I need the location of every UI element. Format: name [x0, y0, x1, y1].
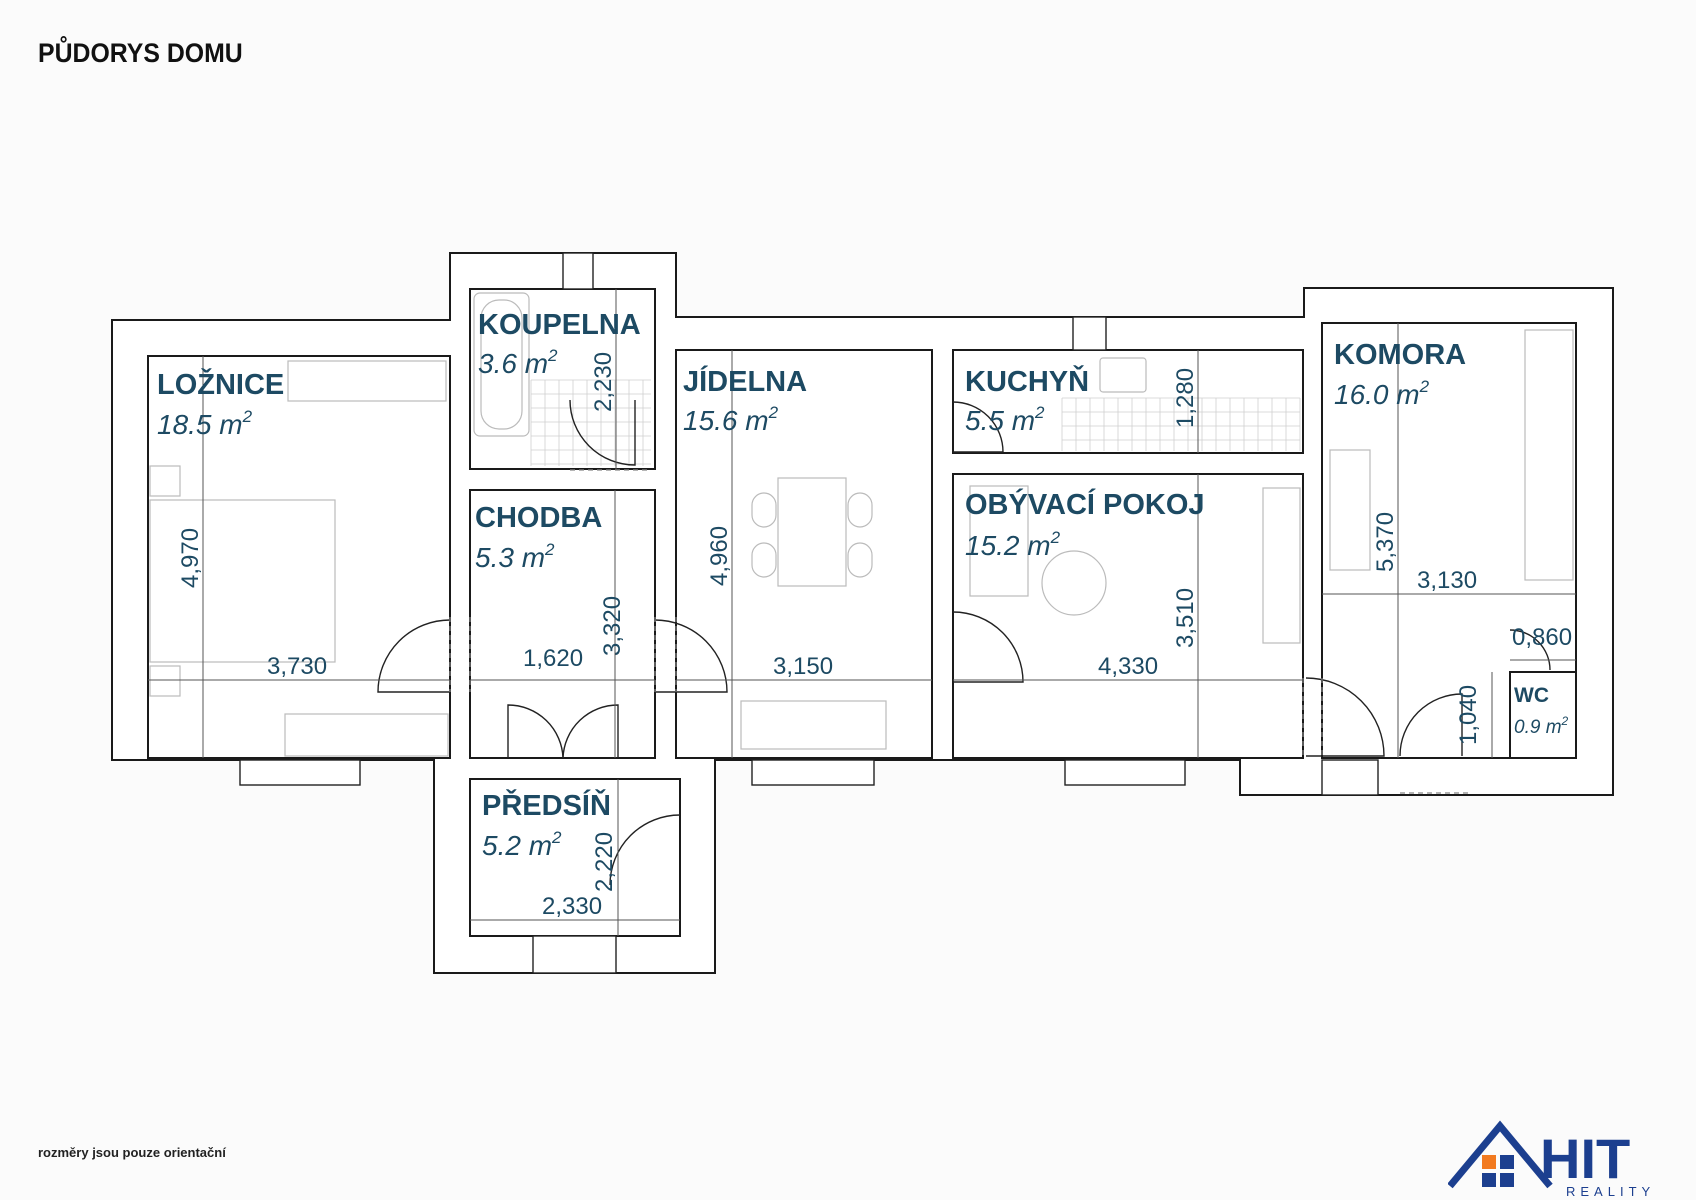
- room-predsin: [469, 778, 681, 937]
- dim-loznice-height: 4,970: [177, 528, 204, 588]
- room-chodba: [469, 489, 656, 759]
- room-labels: LOŽNICE 18.5 m2 KOUPELNA 3.6 m2 JÍDELNA …: [157, 309, 1569, 861]
- furniture: [149, 292, 1574, 757]
- label-koupelna: KOUPELNA: [478, 309, 641, 341]
- area-jidelna: 15.6 m2: [683, 403, 779, 436]
- room-jidelna: [675, 349, 933, 759]
- area-loznice: 18.5 m2: [157, 407, 253, 440]
- area-obyvaci: 15.2 m2: [965, 528, 1061, 561]
- dim-jidelna-height: 4,960: [706, 526, 733, 586]
- room-wc: [1509, 671, 1577, 759]
- logo-brand: HIT: [1540, 1127, 1630, 1190]
- kitchen-tiles: [1061, 397, 1301, 451]
- label-loznice: LOŽNICE: [157, 367, 284, 401]
- room-obyvaci: [952, 473, 1304, 759]
- label-chodba: CHODBA: [475, 502, 602, 534]
- room-kuchyn: [952, 349, 1304, 454]
- area-kuchyn: 5.5 m2: [965, 403, 1045, 436]
- bathroom-tiles: [530, 379, 651, 466]
- dimension-lines: [148, 289, 1576, 936]
- area-koupelna: 3.6 m2: [478, 346, 558, 379]
- dim-obyvaci-height: 3,510: [1172, 588, 1199, 648]
- area-wc: 0.9 m2: [1514, 714, 1569, 738]
- dim-loznice-width: 3,730: [267, 653, 327, 680]
- dim-koupelna-height: 2,230: [590, 352, 617, 412]
- doors: [377, 399, 1551, 886]
- area-predsin: 5.2 m2: [482, 828, 562, 861]
- dim-predsin-width: 2,330: [542, 893, 602, 920]
- windows: [239, 252, 1379, 974]
- dim-predsin-height: 2,220: [591, 832, 618, 892]
- label-predsin: PŘEDSÍŇ: [482, 788, 611, 822]
- label-wc: WC: [1514, 684, 1549, 707]
- page-title: PŮDORYS DOMU: [38, 38, 243, 68]
- dim-chodba-width: 1,620: [523, 645, 583, 672]
- dim-wc-height: 1,040: [1455, 685, 1482, 745]
- dim-chodba-height: 3,320: [599, 596, 626, 656]
- label-komora: KOMORA: [1334, 339, 1466, 371]
- dim-kuchyn-height: 1,280: [1172, 368, 1199, 428]
- rooms: [147, 288, 1577, 937]
- dim-obyvaci-width: 4,330: [1098, 653, 1158, 680]
- label-obyvaci: OBÝVACÍ POKOJ: [965, 487, 1205, 521]
- brand-logo: HIT REALITY: [1448, 1120, 1655, 1199]
- label-kuchyn: KUCHYŇ: [965, 364, 1089, 398]
- dim-jidelna-width: 3,150: [773, 653, 833, 680]
- area-komora: 16.0 m2: [1334, 377, 1430, 410]
- dim-komora-height: 5,370: [1372, 512, 1399, 572]
- room-loznice: [147, 355, 451, 759]
- label-jidelna: JÍDELNA: [683, 364, 807, 398]
- dim-komora-width: 3,130: [1417, 567, 1477, 594]
- dimension-labels: 3,730 4,970 2,230 1,620 3,320 3,150 4,96…: [177, 352, 1572, 920]
- footnote: rozměry jsou pouze orientační: [38, 1145, 226, 1160]
- dim-wc-width: 0,860: [1512, 624, 1572, 651]
- logo-sub: REALITY: [1566, 1184, 1655, 1199]
- area-chodba: 5.3 m2: [475, 540, 555, 573]
